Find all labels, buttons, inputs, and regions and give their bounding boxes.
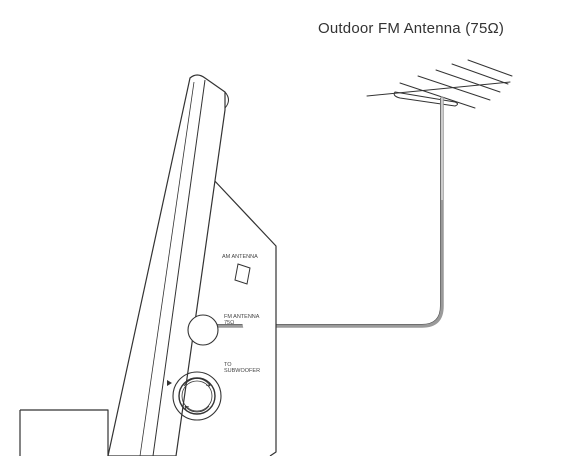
antenna-dipole xyxy=(393,91,458,107)
antenna-cable xyxy=(201,96,444,328)
antenna-cable-outline xyxy=(203,98,441,325)
am-antenna-terminal xyxy=(234,263,251,285)
fm-antenna-label: FM ANTENNA xyxy=(224,314,260,320)
fm-antenna-jack xyxy=(187,314,219,346)
subwoofer-label-line2: SUBWOOFER xyxy=(224,368,261,374)
receiver-base xyxy=(19,409,109,456)
subwoofer-jack xyxy=(172,371,222,421)
receiver-rear-panel xyxy=(211,177,277,456)
antenna-element-5 xyxy=(467,59,513,77)
receiver-front-panel xyxy=(107,74,226,456)
receiver-side-view xyxy=(19,74,277,456)
antenna-element-2 xyxy=(417,75,491,101)
arrow-marker-icon xyxy=(167,380,172,386)
subwoofer-label-line1: TO xyxy=(224,362,232,368)
antenna-element-1 xyxy=(399,82,476,109)
am-antenna-label: AM ANTENNA xyxy=(222,254,258,260)
antenna-boom xyxy=(366,81,511,97)
antenna-element-3 xyxy=(435,69,501,93)
antenna-caption: Outdoor FM Antenna (75Ω) xyxy=(318,20,505,37)
antenna-element-4 xyxy=(451,63,509,85)
fm-impedance-label: 75Ω xyxy=(224,320,235,326)
receiver-top xyxy=(224,91,229,109)
receiver-back-edge xyxy=(139,81,195,456)
outdoor-fm-antenna xyxy=(366,59,513,109)
rotation-arrow-icon xyxy=(183,378,211,387)
receiver-front-edge xyxy=(152,79,206,456)
